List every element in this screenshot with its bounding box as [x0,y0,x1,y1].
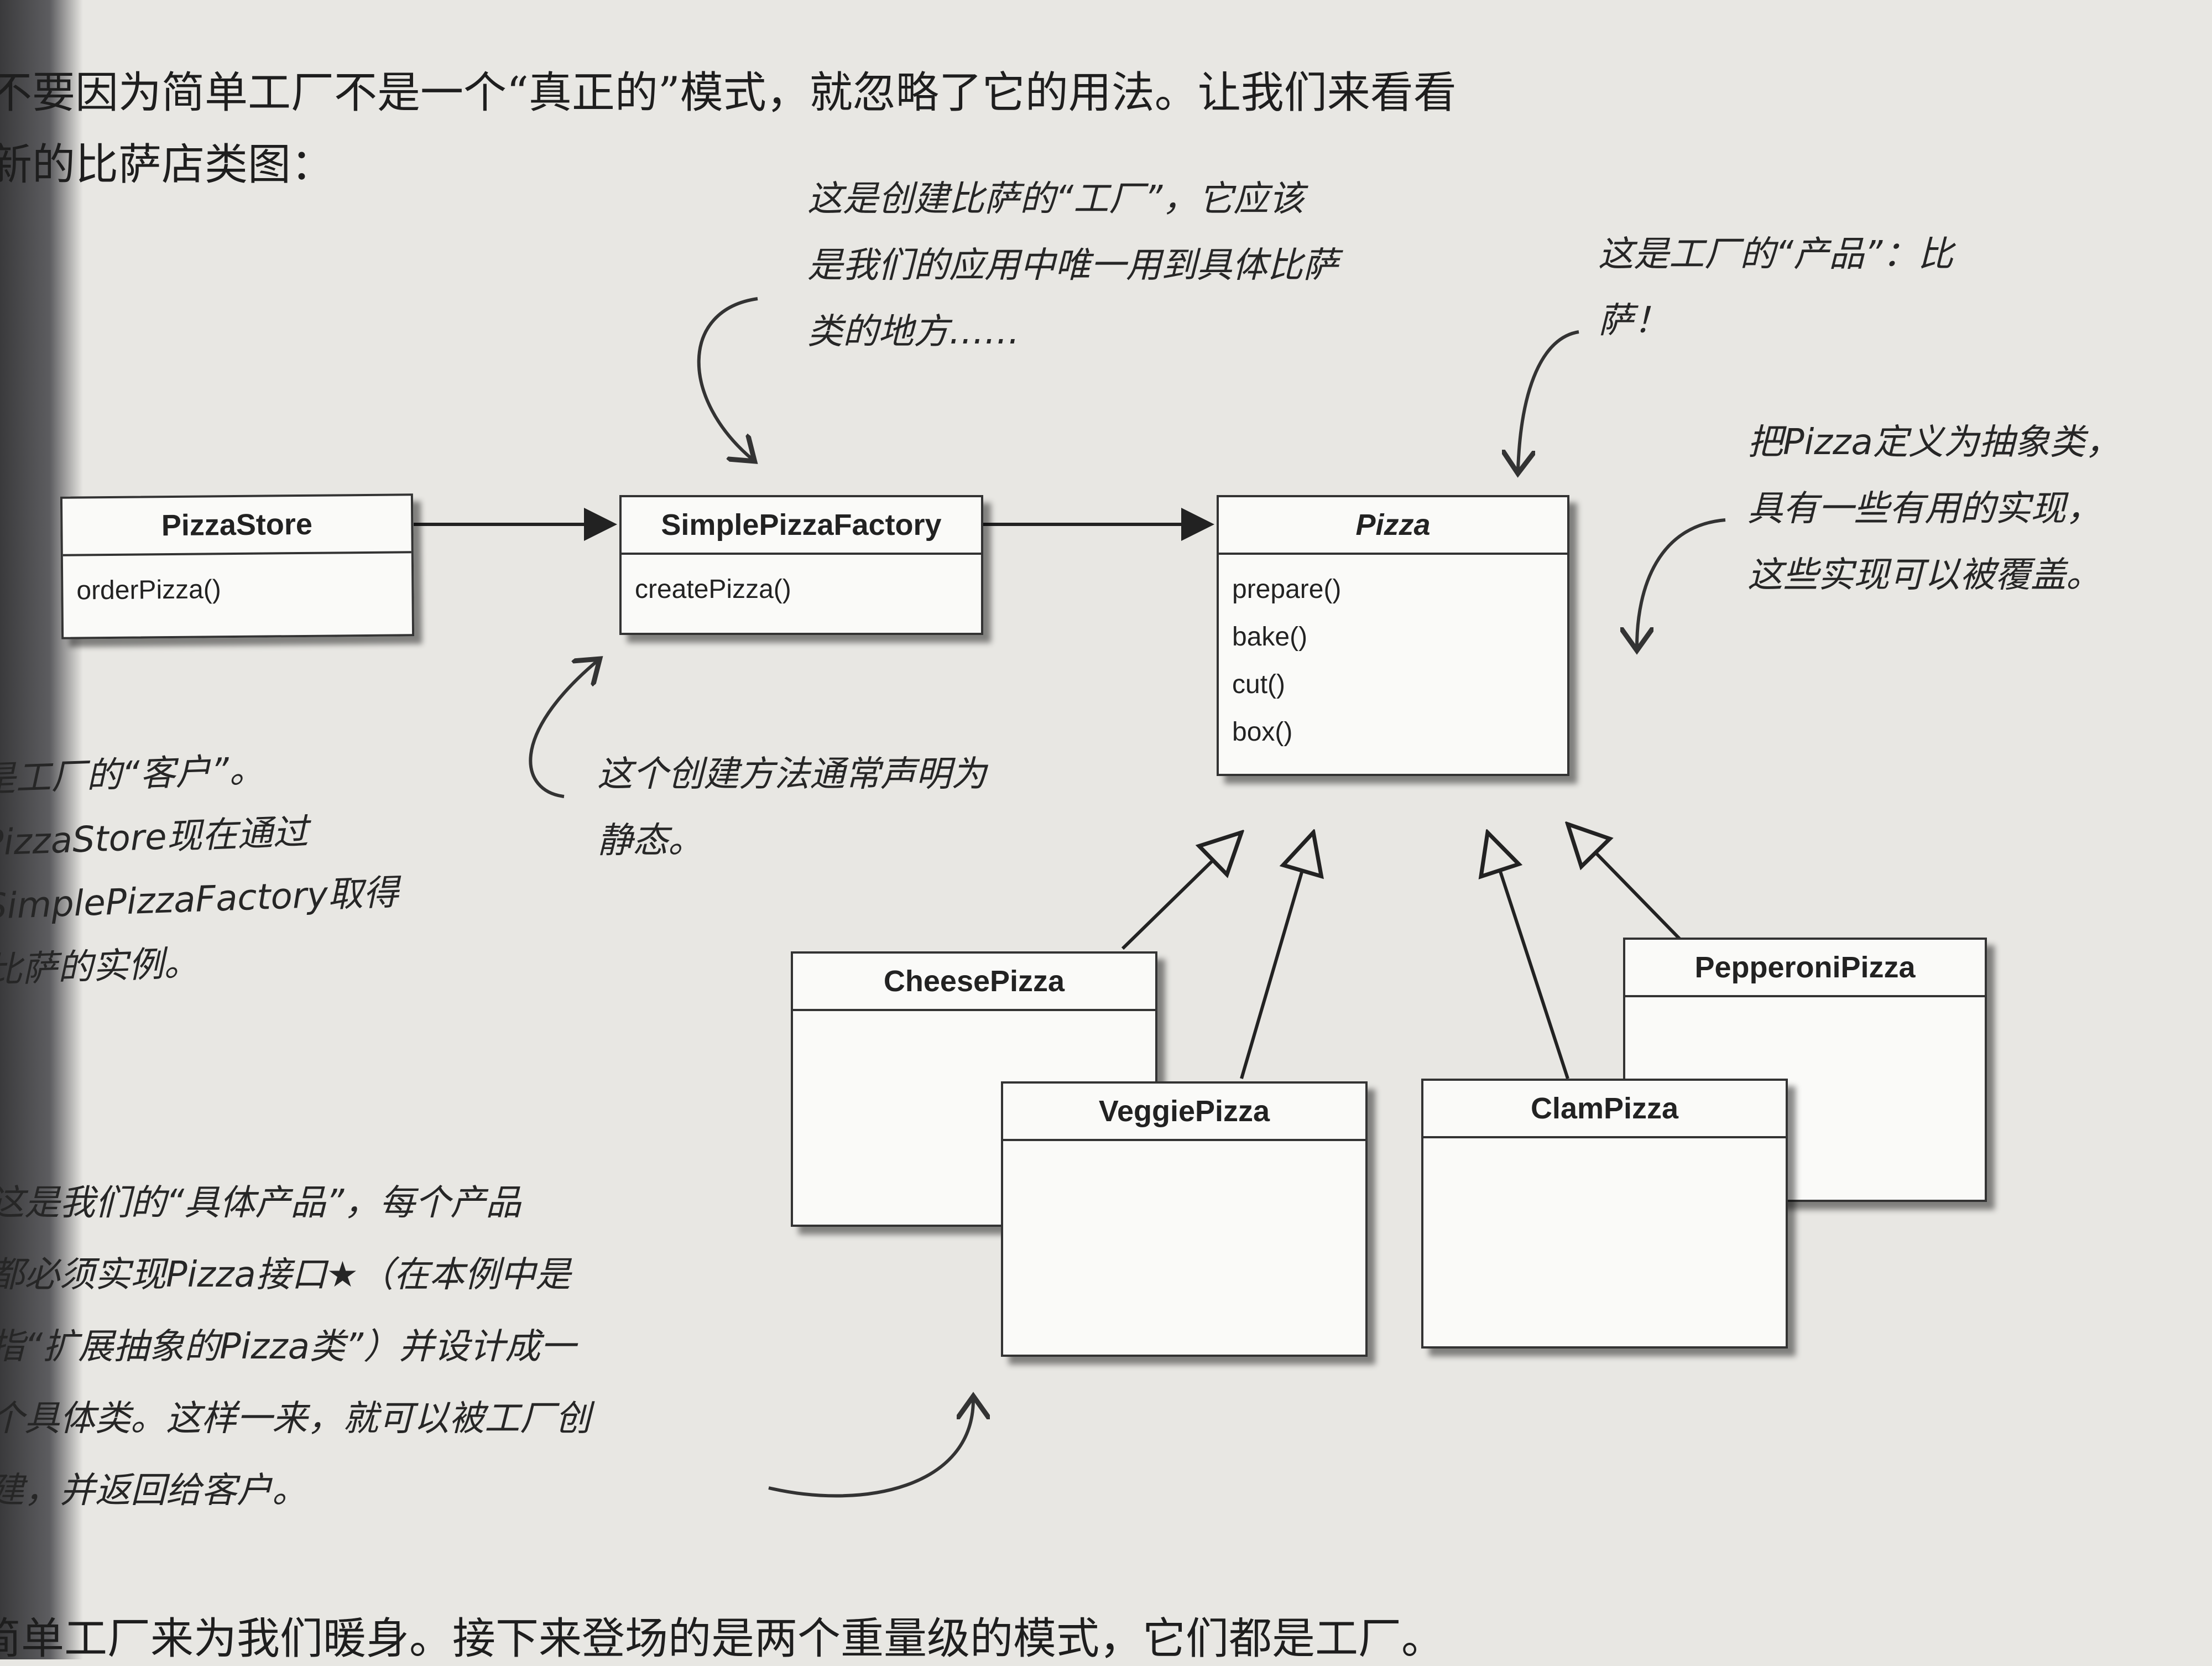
intro-text-line-1: 不要因为简单工厂不是一个“真正的”模式，就忽略了它的用法。让我们来看看 [0,68,1457,118]
class-name: CheesePizza [793,954,1155,1011]
static-method-note: 这个创建方法通常声明为 静态。 [597,741,987,874]
curl-arrow-static-note [529,661,597,798]
note-line: 类的地方…… [807,311,1020,352]
product-note: 这是工厂的“产品”：比 萨！ [1598,221,1953,354]
note-line: 是我们的应用中唯一用到具体比萨 [807,245,1338,286]
page-shadow [0,0,83,1659]
class-name: PizzaStore [62,496,411,556]
note-line: 都必须实现Pizza接口★（在本例中是 [0,1254,571,1295]
note-line: 个具体类。这样一来，就可以被工厂创 [0,1398,591,1439]
concrete-product-note: 这是我们的“具体产品”，每个产品 都必须实现Pizza接口★（在本例中是 指“扩… [0,1167,591,1527]
class-name: SimplePizzaFactory [622,497,981,555]
note-line: 这个创建方法通常声明为 [597,754,987,795]
class-name: VeggiePizza [1003,1084,1365,1141]
class-operation: createPizza() [635,575,791,604]
class-clam-pizza: ClamPizza [1421,1079,1788,1349]
abstract-class-note: 把Pizza定义为抽象类， 具有一些有用的实现， 这些实现可以被覆盖。 [1747,409,2121,608]
class-pizza: Pizza prepare() bake() cut() box() [1217,495,1569,776]
class-name: PepperoniPizza [1625,940,1985,997]
curl-arrow-concrete-note [768,1399,973,1498]
note-line: 建，并返回给客户。 [0,1470,307,1511]
note-line: 萨！ [1598,300,1669,341]
class-operation: cut() [1232,670,1285,699]
class-name: Pizza [1219,497,1567,555]
note-line: 这是我们的“具体产品”，每个产品 [0,1183,521,1224]
inherit-clam [1488,832,1569,1079]
class-name: ClamPizza [1423,1081,1786,1138]
class-operation: box() [1232,717,1293,747]
inherit-cheese [1121,832,1241,950]
class-pizza-store: PizzaStore orderPizza() [60,493,415,639]
class-operation: bake() [1232,622,1308,652]
note-line: 指“扩展抽象的Pizza类”）并设计成一 [0,1326,576,1367]
class-simple-pizza-factory: SimplePizzaFactory createPizza() [619,495,983,635]
note-line: 这些实现可以被覆盖。 [1747,555,2101,596]
note-line: 静态。 [597,820,703,861]
note-line: 把Pizza定义为抽象类， [1747,422,2121,463]
bottom-text-line: 简单工厂来为我们暖身。接下来登场的是两个重量级的模式，它们都是工厂。 [0,1614,1445,1664]
curl-arrow-abstract-note [1637,518,1726,647]
client-note: 是工厂的“客户”。 PizzaStore现在通过 SimplePizzaFact… [0,734,402,1003]
intro-text-line-2: 新的比萨店类图： [0,140,335,190]
note-line: 这是工厂的“产品”：比 [1598,234,1954,275]
curl-arrow-product-note [1518,330,1579,470]
class-operation: orderPizza() [76,575,222,606]
class-operation: prepare() [1232,575,1342,604]
note-line: 具有一些有用的实现， [1747,488,2101,529]
inherit-veggie [1240,832,1313,1079]
inherit-pepperoni [1568,824,1683,942]
class-veggie-pizza: VeggiePizza [1001,1081,1368,1357]
note-line: 这是创建比萨的“工厂”，它应该 [807,179,1305,220]
curl-arrow-factory-note [697,297,758,459]
factory-note: 这是创建比萨的“工厂”，它应该 是我们的应用中唯一用到具体比萨 类的地方…… [807,166,1338,365]
